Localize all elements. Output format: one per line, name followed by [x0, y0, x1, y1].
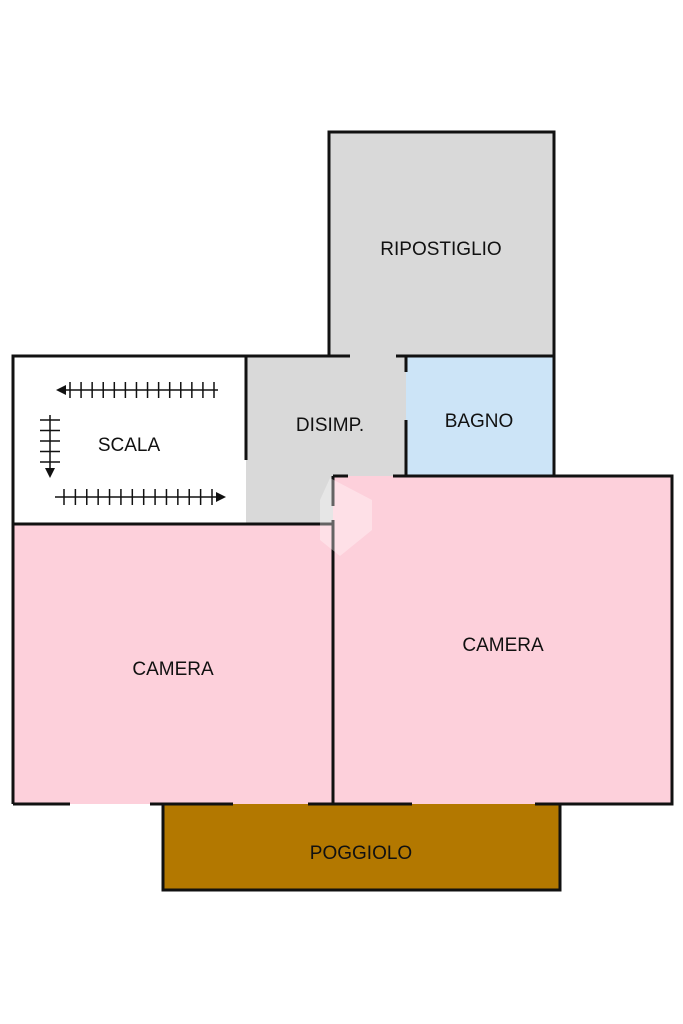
room-bagno [406, 357, 554, 475]
label-camera-left: CAMERA [132, 659, 214, 680]
label-poggiolo: POGGIOLO [310, 843, 412, 864]
room-poggiolo [163, 804, 560, 890]
label-bagno: BAGNO [445, 411, 514, 432]
walls [11, 130, 674, 892]
room-scala [13, 356, 246, 524]
label-ripostiglio: RIPOSTIGLIO [380, 239, 501, 260]
watermark-logo [320, 478, 372, 556]
stair-symbol [40, 382, 226, 505]
label-camera-right: CAMERA [462, 635, 544, 656]
room-camera-right [333, 476, 672, 804]
room-ripostiglio [329, 132, 554, 356]
label-disimpegno: DISIMP. [296, 415, 364, 436]
room-camera-left [13, 524, 333, 804]
label-scala: SCALA [98, 435, 161, 456]
